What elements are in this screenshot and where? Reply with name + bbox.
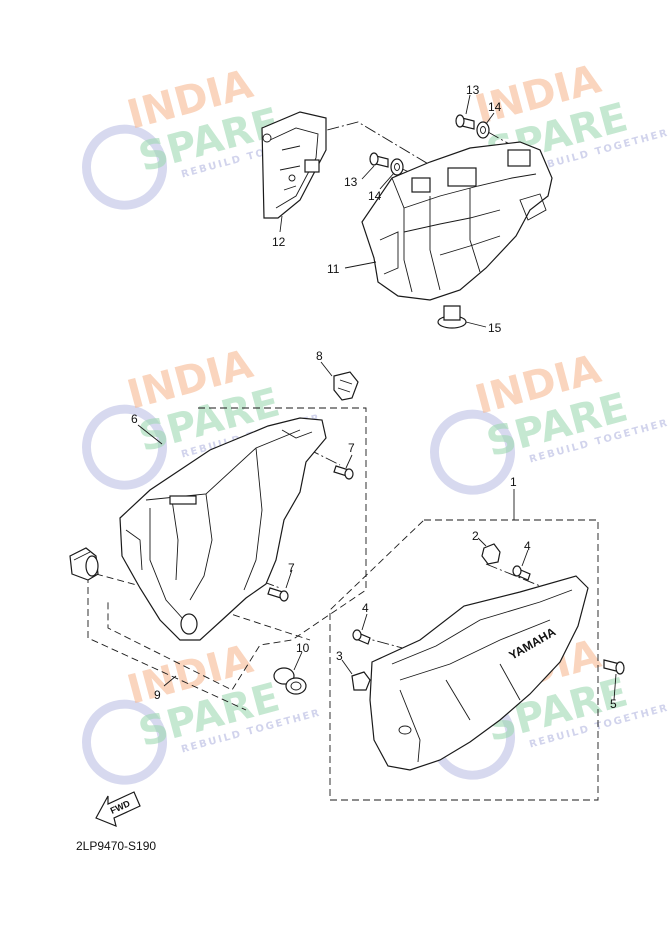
bolt-part-5 (603, 659, 625, 675)
callout-12: 12 (272, 235, 286, 249)
battery-box-part-11 (361, 141, 553, 301)
left-cover-assembly (69, 361, 367, 711)
callout-6: 6 (131, 412, 138, 426)
callout-9: 9 (154, 688, 161, 702)
side-cover-part-1: YAMAHA (369, 575, 589, 771)
screw-part-13a (455, 114, 475, 130)
screw-part-4b (352, 629, 371, 645)
nut-part-2 (481, 543, 501, 565)
battery-box-assembly (261, 94, 553, 329)
callout-13b: 13 (344, 175, 358, 189)
watermark-bottom-left: INDIA SPARE REBUILD TOGETHER (82, 636, 322, 785)
grommet-part-8 (333, 371, 359, 401)
callout-3: 3 (336, 649, 343, 663)
diagram-code: 2LP9470-S190 (76, 839, 156, 853)
screw-part-13b (369, 152, 389, 168)
grommet-part-3 (351, 671, 371, 691)
callout-7a: 7 (348, 441, 355, 455)
fwd-arrow-icon: FWD (95, 791, 141, 827)
callout-10: 10 (296, 641, 310, 655)
watermark-logo-icon (82, 124, 168, 210)
side-bracket-part-12 (261, 111, 327, 219)
callout-8: 8 (316, 349, 323, 363)
callout-5: 5 (610, 697, 617, 711)
lamp-part-9 (69, 547, 99, 581)
callout-7b: 7 (288, 561, 295, 575)
callout-13a: 13 (466, 83, 480, 97)
callout-4b: 4 (362, 601, 369, 615)
watermark-logo-icon (82, 699, 168, 785)
damper-part-15 (437, 305, 467, 329)
washer-part-14a (476, 121, 490, 139)
watermark-mid-right: INDIA SPARE REBUILD TOGETHER (430, 346, 669, 495)
side-cover-part-6 (119, 417, 327, 641)
screw-part-4a (512, 565, 531, 581)
watermark-logo-icon (430, 409, 516, 495)
right-cover-assembly: YAMAHA (329, 489, 625, 801)
washer-part-14b (390, 158, 404, 176)
watermark-logo-icon (82, 404, 168, 490)
callout-14a: 14 (488, 100, 502, 114)
callout-15: 15 (488, 321, 502, 335)
callout-14b: 14 (368, 189, 382, 203)
callout-4a: 4 (524, 539, 531, 553)
callout-2: 2 (472, 529, 479, 543)
callout-labels: 13 14 13 14 12 11 15 8 6 7 7 10 9 1 2 4 … (131, 83, 617, 711)
screw-part-7b (267, 587, 289, 602)
grommet-part-10 (273, 667, 307, 695)
callout-1: 1 (510, 475, 517, 489)
screw-part-7a (333, 465, 354, 480)
callout-11: 11 (327, 262, 340, 276)
